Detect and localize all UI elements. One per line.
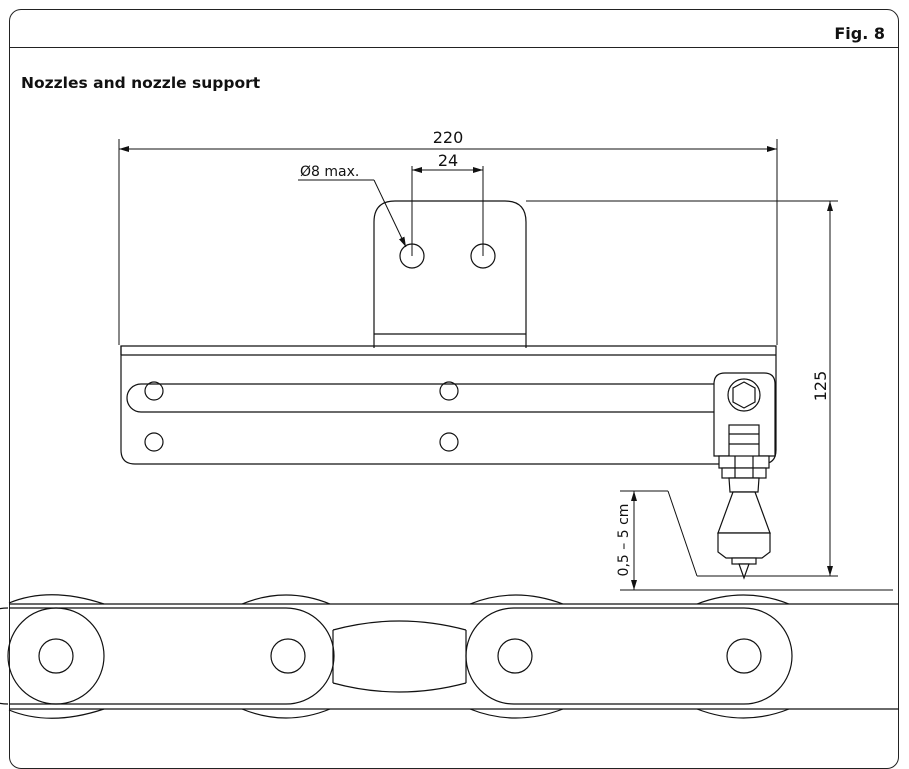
dimension-hole-spacing: 24 bbox=[438, 151, 458, 170]
dimension-hole-diameter: Ø8 max. bbox=[300, 164, 359, 180]
chain-pin bbox=[726, 638, 762, 674]
chain-pin bbox=[497, 638, 533, 674]
dimension-overall-height: 125 bbox=[811, 371, 830, 402]
bar-hole bbox=[144, 381, 164, 401]
bar-hole bbox=[439, 381, 459, 401]
figure-label: Fig. 8 bbox=[834, 24, 885, 43]
chain-pin bbox=[270, 638, 306, 674]
figure-title: Nozzles and nozzle support bbox=[21, 74, 261, 92]
nozzle-support-bar bbox=[120, 345, 777, 465]
bar-hole bbox=[439, 432, 459, 452]
dimension-nozzle-distance: 0,5 – 5 cm bbox=[616, 504, 632, 577]
nozzle-assembly bbox=[713, 372, 776, 580]
conveyor-chain bbox=[0, 594, 899, 719]
mounting-bracket bbox=[373, 200, 527, 348]
clamp-bolt bbox=[727, 378, 761, 412]
header-divider bbox=[9, 47, 899, 48]
bar-hole bbox=[144, 432, 164, 452]
chain-pin bbox=[38, 638, 74, 674]
dimension-overall-width: 220 bbox=[433, 128, 464, 147]
